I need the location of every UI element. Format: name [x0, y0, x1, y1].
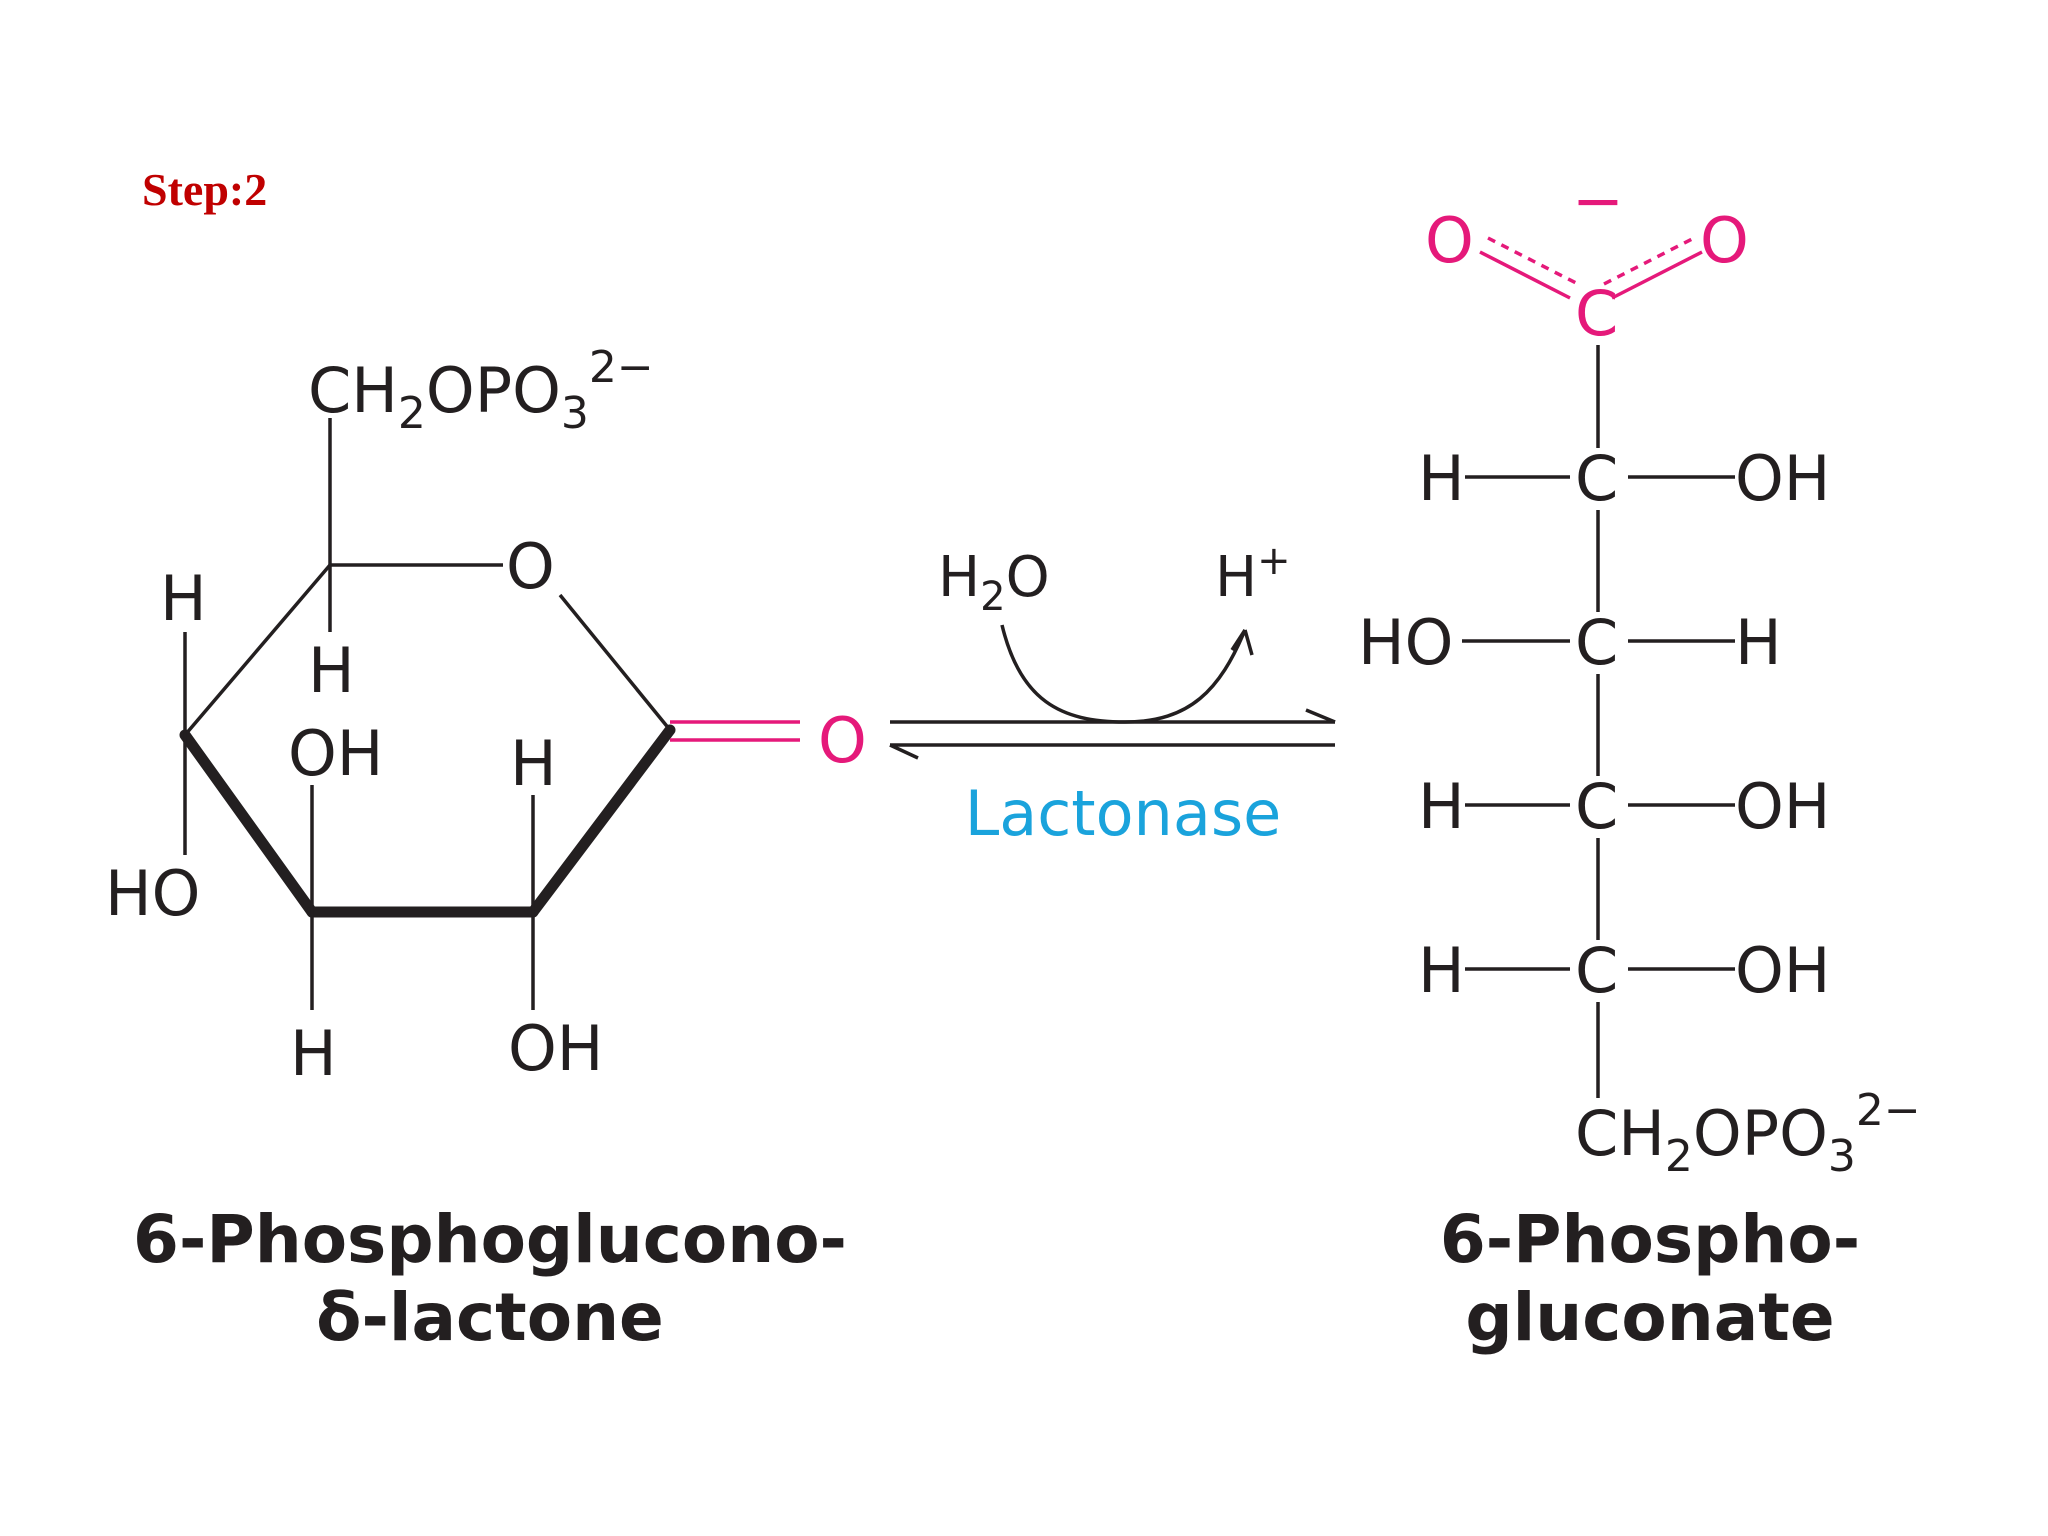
reactant-name-line1: 6-Phosphoglucono- [133, 1201, 847, 1278]
carboxylate-bond-right-a [1611, 250, 1703, 300]
row4-right-label: OH [1735, 934, 1830, 1007]
row1-center-label: C [1575, 442, 1618, 515]
curved-arrow [1000, 624, 1247, 724]
row3-right-label: OH [1735, 770, 1830, 843]
bond-c5-c4 [183, 563, 332, 737]
reaction-arrows: H2O H+ Lactonase [889, 538, 1336, 850]
c2-h-label: H [510, 727, 557, 800]
curved-arrow-head-b [1243, 629, 1254, 656]
c3-oh-label: OH [288, 717, 383, 790]
c3-h-label: H [290, 1017, 337, 1090]
ring-oxygen-label: O [506, 530, 555, 603]
reverse-arrow-head [889, 743, 919, 760]
product-structure: O O C − H C OH HO C H H C OH H C OH [1358, 164, 1921, 1356]
carboxylate-bond-left-b [1487, 236, 1579, 286]
carboxylate-c: C [1575, 277, 1618, 350]
product-name-line2: gluconate [1465, 1279, 1834, 1356]
carbonyl-oxygen-label: O [818, 704, 867, 777]
bond-o-c1 [558, 593, 672, 732]
carboxylate-o-right: O [1700, 204, 1749, 277]
c5-h-label: H [308, 634, 355, 707]
curved-arrow-head-a [1230, 629, 1247, 651]
row2-right-label: H [1735, 606, 1782, 679]
reactant-name-line2: δ-lactone [316, 1279, 664, 1356]
carboxylate-bond-right-b [1603, 236, 1695, 286]
row2-center-label: C [1575, 606, 1618, 679]
reactant-ch2opo3-label: CH2OPO32− [308, 342, 654, 439]
c4-ho-label: HO [105, 857, 200, 930]
forward-arrow-head [1305, 708, 1336, 724]
product-ch2opo3-label: CH2OPO32− [1575, 1085, 1921, 1182]
row1-right-label: OH [1735, 442, 1830, 515]
row3-center-label: C [1575, 770, 1618, 843]
carboxylate-bond-left-a [1479, 250, 1571, 300]
row4-center-label: C [1575, 934, 1618, 1007]
carboxylate-charge: − [1572, 164, 1624, 237]
row3-left-label: H [1418, 770, 1465, 843]
water-label: H2O [938, 545, 1050, 620]
carboxylate-o-left: O [1425, 204, 1474, 277]
bond-c2-c1-bold [527, 724, 676, 918]
c4-h-label: H [160, 562, 207, 635]
reactant-structure: CH2OPO32− O O H H HO OH H H OH 6-Phospho… [105, 342, 867, 1356]
row1-left-label: H [1418, 442, 1465, 515]
proton-label: H+ [1215, 538, 1291, 610]
product-name-line1: 6-Phospho- [1440, 1201, 1860, 1278]
step-label: Step:2 [142, 164, 267, 215]
enzyme-label: Lactonase [965, 777, 1282, 850]
bond-c4-c3-bold [179, 729, 318, 918]
row4-left-label: H [1418, 934, 1465, 1007]
c2-oh-label: OH [508, 1012, 603, 1085]
row2-left-label: HO [1358, 606, 1453, 679]
